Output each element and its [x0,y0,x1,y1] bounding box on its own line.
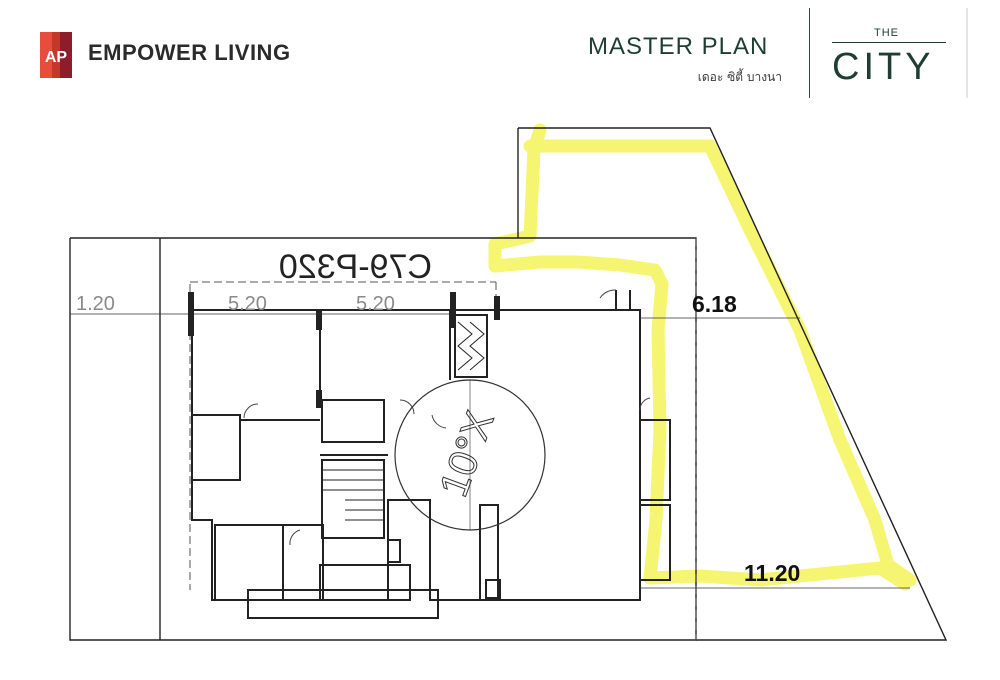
stair-hatch [322,321,485,521]
master-plan-subtitle: เดอะ ซิตี้ บางนา [697,70,782,84]
master-plan-title: MASTER PLAN [588,33,769,60]
dimension-bottom-width: 11.20 [744,560,800,586]
highlight-boundary [488,123,917,591]
header-divider [809,8,810,98]
city-logo-name: CITY [832,46,935,88]
brand-name: EMPOWER LIVING [88,40,291,65]
column-markers [188,292,500,408]
dimension-top-width: 6.18 [692,291,737,317]
unit-code: C79-P320 [279,248,432,286]
dimension-bay-left: 5.20 [228,293,267,315]
compass-icon: 10°X [394,379,546,531]
ap-logo-text: AP [45,49,68,66]
dimension-left-setback: 1.20 [76,293,115,315]
door-swings [243,289,651,546]
city-logo-the: THE [874,27,899,39]
compass-text: 10°X [432,405,503,502]
dimension-bay-right: 5.20 [356,293,395,315]
header: AP EMPOWER LIVING MASTER PLAN เดอะ ซิตี้… [0,0,1000,105]
ap-logo-icon: AP [40,32,72,78]
city-logo-rule [832,42,946,43]
building-walls [191,290,671,619]
dimension-lines [70,313,910,589]
header-right-rule [966,8,968,98]
